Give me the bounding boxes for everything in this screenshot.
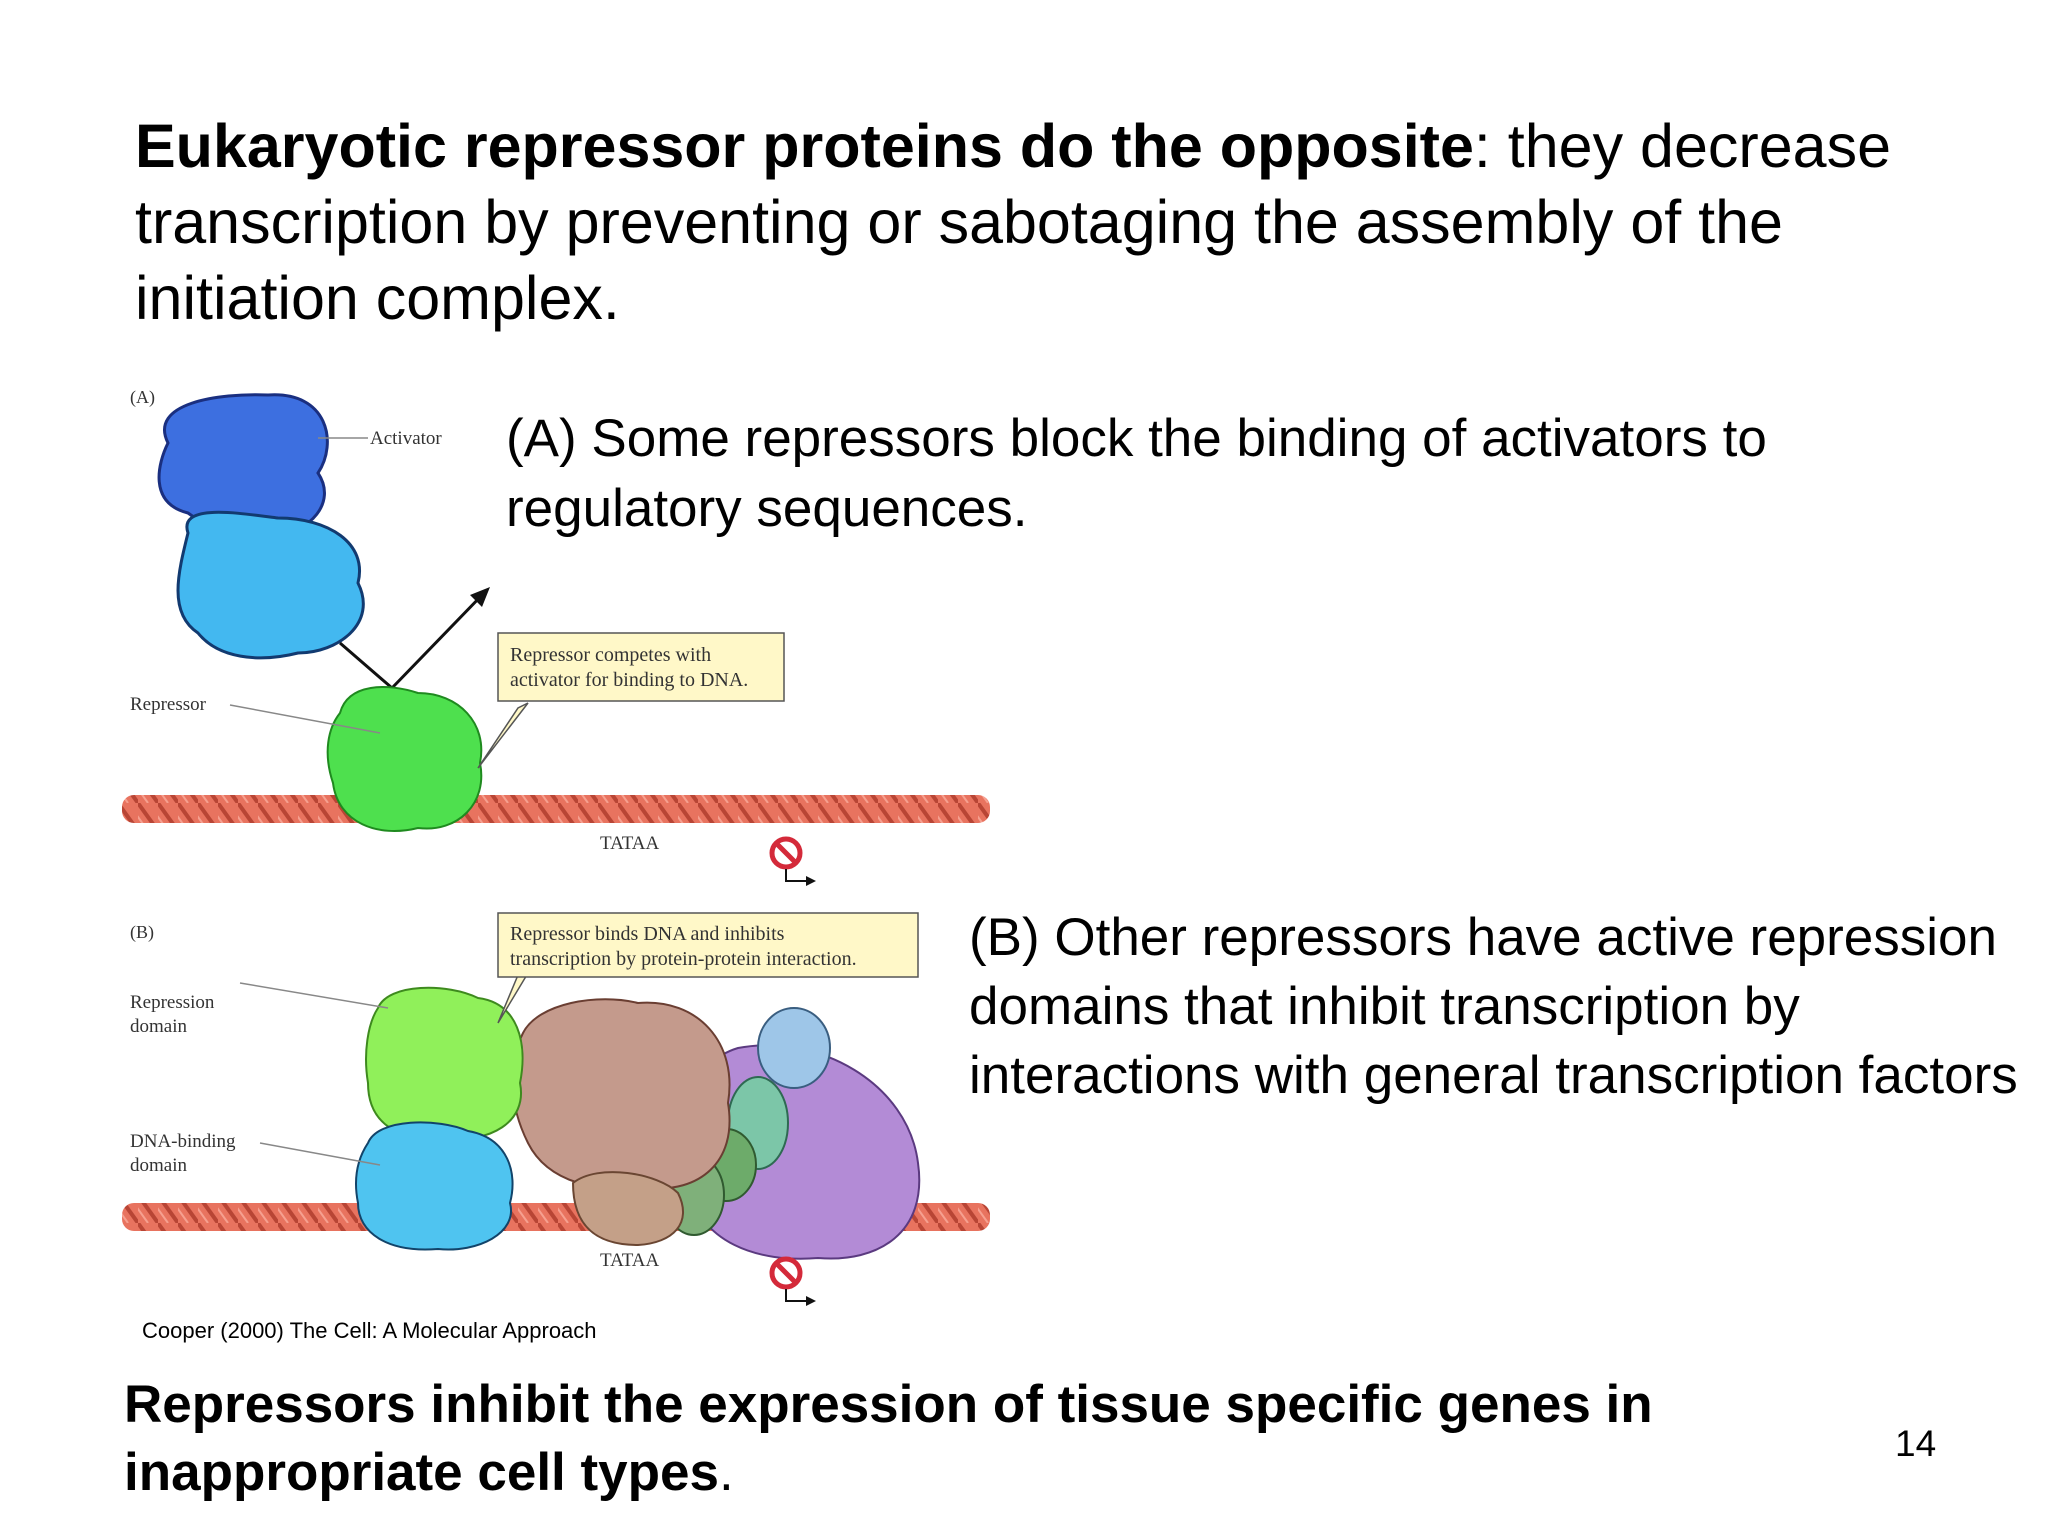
callout-b-line1: Repressor binds DNA and inhibits [510, 923, 785, 945]
repressor-leader-line [229, 704, 381, 734]
bottom-rest: . [718, 1443, 734, 1502]
displacement-arrowhead [470, 587, 490, 607]
title-bold: Eukaryotic repressor proteins do the opp… [135, 112, 1474, 180]
repression-domain-leader-line [239, 982, 389, 1009]
tataa-label-b: TATAA [600, 1250, 660, 1271]
panel-b: (B) Repression domain DNA-binding domain… [122, 912, 990, 1306]
transcription-start-arrow-icon [785, 869, 816, 886]
dna-strand-a [122, 795, 990, 823]
repressor-protein-a [326, 686, 483, 832]
repression-domain-label-line2: domain [130, 1016, 187, 1037]
bottom-bold: Repressors inhibit the expression of tis… [124, 1375, 1653, 1502]
callout-a-line1: Repressor competes with [510, 644, 711, 666]
callout-a-box [497, 632, 785, 702]
callout-a-pointer [477, 702, 529, 769]
dna-binding-label-line1: DNA-binding [130, 1131, 236, 1152]
panel-b-label: (B) [130, 922, 154, 943]
no-entry-icon [769, 1256, 803, 1290]
repression-domain-label-line1: Repression [130, 992, 215, 1013]
callout-b-line2: transcription by protein-protein interac… [510, 948, 857, 970]
transcription-factor-complex [511, 998, 921, 1260]
repressor-label: Repressor [130, 694, 207, 715]
callout-a-line2: activator for binding to DNA. [510, 669, 748, 691]
figure-credit: Cooper (2000) The Cell: A Molecular Appr… [142, 1318, 597, 1343]
bottom-statement: Repressors inhibit the expression of tis… [124, 1371, 1884, 1507]
tataa-label-a: TATAA [600, 833, 660, 854]
caption-a: (A) Some repressors block the binding of… [506, 409, 1767, 538]
activator-protein [157, 393, 365, 660]
title-rest: : they decrease transcription by prevent… [135, 112, 1891, 332]
dna-binding-label-line2: domain [130, 1155, 187, 1176]
panel-a: (A) Activator Repressor Repressor compet… [122, 387, 990, 886]
callout-b-box [497, 912, 919, 978]
repressor-protein-b [355, 986, 524, 1251]
repressor-figure: (A) Activator Repressor Repressor compet… [122, 387, 990, 1306]
caption-b: (B) Other repressors have active repress… [969, 908, 2018, 1105]
slide-title: Eukaryotic repressor proteins do the opp… [135, 108, 2015, 336]
page-number: 14 [1895, 1423, 1937, 1464]
panel-a-label: (A) [130, 387, 155, 408]
callout-b-pointer [497, 971, 530, 1024]
transcription-start-arrow-icon [785, 1289, 816, 1306]
dna-binding-domain-leader-line [259, 1142, 381, 1166]
no-entry-icon [769, 836, 803, 870]
activator-label: Activator [370, 428, 442, 449]
